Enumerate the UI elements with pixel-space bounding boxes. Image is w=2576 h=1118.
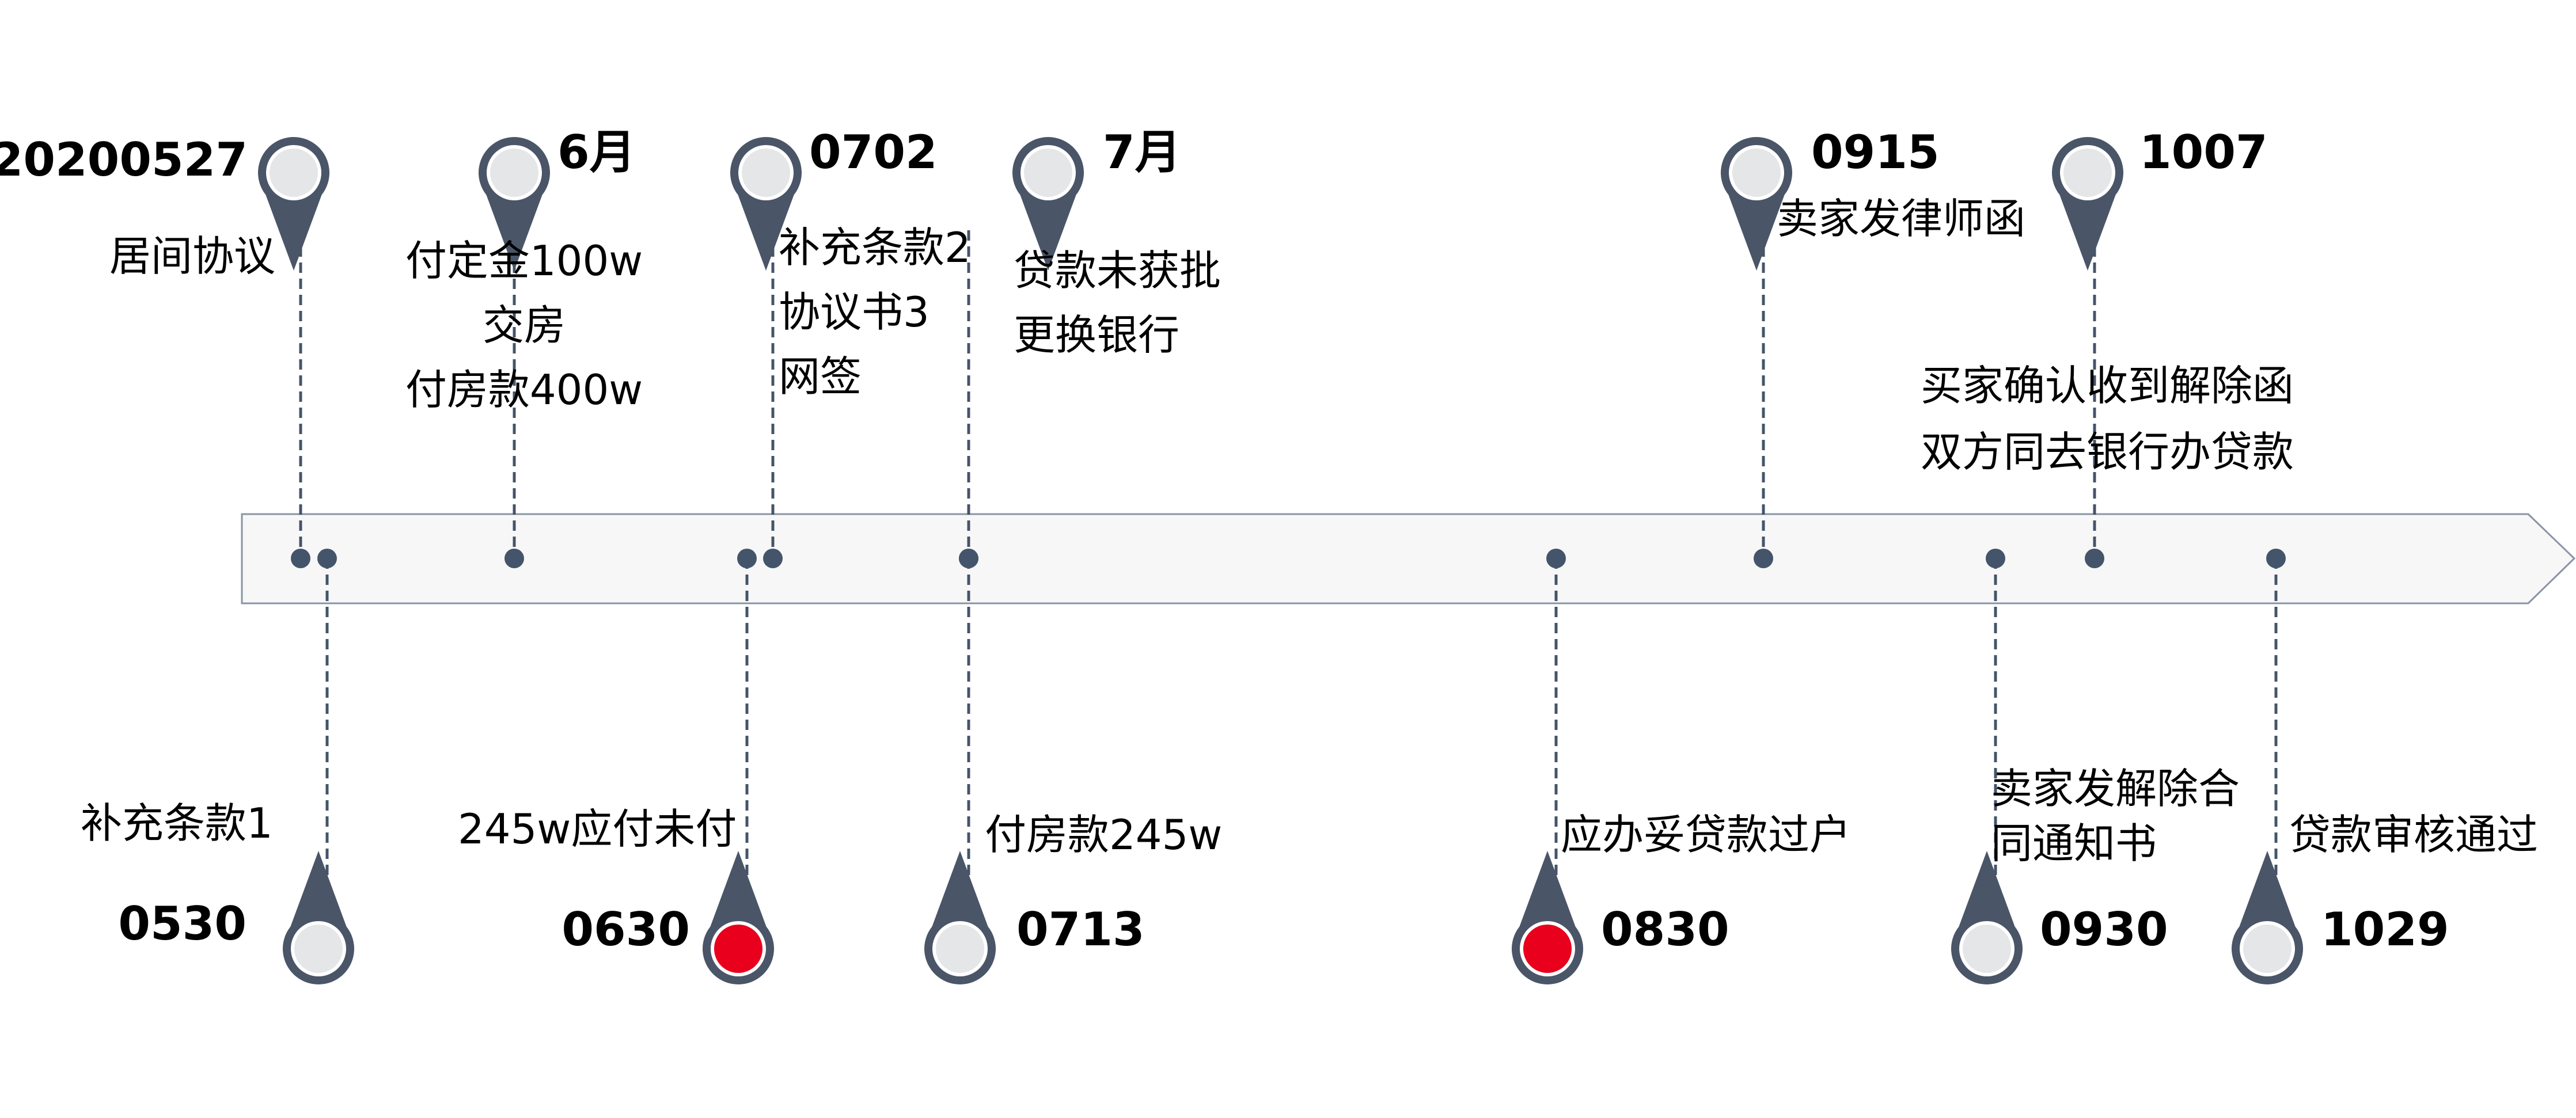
location-pin-icon: [1721, 136, 1792, 271]
location-pin-icon: [2232, 851, 2303, 984]
pin-center: [2243, 925, 2292, 973]
event-note-line: 更换银行: [1014, 311, 1179, 359]
alert-dot: [714, 925, 762, 973]
event-note-line: 卖家发解除合: [1991, 765, 2240, 813]
event-note-line: 补充条款2: [779, 223, 971, 272]
event-date: 1007: [2139, 126, 2268, 179]
pin-center: [936, 925, 984, 973]
event-note: 付定金100w 交房付房款400w: [405, 237, 643, 414]
event-note: 245w应付未付: [458, 805, 737, 853]
event-note: 应办妥贷款过户: [1561, 811, 1851, 859]
location-pin-icon: [1012, 137, 1084, 271]
event-note-line: 付房款400w: [405, 366, 643, 414]
location-pin-icon: [2052, 136, 2123, 271]
connector-lines: [299, 230, 2278, 891]
location-pin-icon: [924, 851, 996, 984]
timeline-dot: [1986, 549, 2005, 568]
event-date: 0702: [809, 126, 938, 179]
event-date: 0630: [562, 903, 690, 956]
pin-center: [294, 925, 343, 973]
event-note-line: 同通知书: [1991, 819, 2157, 868]
timeline-dots: [291, 549, 2286, 568]
timeline-arrow-band: [241, 513, 2576, 604]
location-pin-icon: [1951, 851, 2023, 984]
event-note: 买家确认收到解除函双方同去银行办贷款: [1921, 362, 2294, 476]
event-note: 付房款245w: [985, 811, 1222, 859]
location-pins: [258, 136, 2303, 984]
timeline-dot: [737, 549, 757, 568]
alert-pin-icon: [1512, 851, 1583, 984]
event-note-line: 双方同去银行办贷款: [1921, 428, 2294, 476]
event-date: 1029: [2321, 903, 2449, 956]
event-note-line: 贷款未获批: [1014, 246, 1221, 295]
event-note: 居间协议: [109, 232, 275, 280]
event-date: 0713: [1016, 903, 1145, 956]
event-note-line: 协议书3: [779, 288, 930, 336]
location-pin-icon: [730, 137, 802, 271]
timeline-dot: [2266, 549, 2286, 568]
alert-dot: [1523, 925, 1572, 973]
pin-center: [270, 149, 318, 197]
event-note: 卖家发解除合同通知书: [1991, 765, 2240, 868]
timeline-dot: [763, 549, 783, 568]
event-note: 补充条款1: [81, 799, 273, 847]
event-date: 0930: [2040, 903, 2168, 956]
location-pin-icon: [258, 136, 329, 271]
event-note: 贷款审核通过: [2289, 811, 2538, 859]
alert-pin-icon: [703, 851, 774, 984]
pin-center: [742, 149, 790, 197]
event-note: 贷款未获批更换银行: [1014, 246, 1221, 359]
timeline-dot: [291, 549, 310, 568]
event-note: 补充条款2 协议书3 网签: [779, 223, 971, 401]
event-note-line: 买家确认收到解除函: [1921, 362, 2294, 410]
event-note-line: 网签: [779, 352, 862, 401]
pin-center: [1732, 149, 1781, 197]
event-date: 20200527: [0, 133, 248, 187]
event-note-line: 付定金100w: [405, 237, 643, 285]
timeline-dot: [2085, 549, 2104, 568]
event-note-line: 居间协议: [109, 232, 275, 280]
event-date: 0830: [1601, 903, 1729, 956]
timeline-dot: [504, 549, 524, 568]
event-date: 0915: [1811, 126, 1940, 179]
timeline-dot: [317, 549, 337, 568]
event-note-line: 贷款审核通过: [2289, 811, 2538, 859]
event-date: 7月: [1103, 126, 1181, 179]
event-note: 卖家发律师函: [1777, 195, 2025, 243]
event-note-line: 245w应付未付: [458, 805, 737, 853]
timeline-dot: [959, 549, 978, 568]
event-date: 6月: [557, 126, 636, 179]
event-note-line: 交房: [483, 301, 566, 349]
pin-center: [1024, 149, 1072, 197]
timeline-dot: [1754, 549, 1773, 568]
location-pin-icon: [478, 137, 550, 271]
event-note-line: 应办妥贷款过户: [1561, 811, 1851, 859]
location-pin-icon: [283, 851, 355, 984]
event-note-line: 补充条款1: [81, 799, 273, 847]
timeline-dot: [1546, 549, 1566, 568]
pin-center: [490, 149, 538, 197]
event-note-line: 卖家发律师函: [1777, 195, 2025, 243]
event-note-line: 付房款245w: [985, 811, 1222, 859]
event-date: 0530: [118, 897, 246, 950]
pin-center: [1963, 925, 2011, 973]
pin-center: [2063, 149, 2112, 197]
